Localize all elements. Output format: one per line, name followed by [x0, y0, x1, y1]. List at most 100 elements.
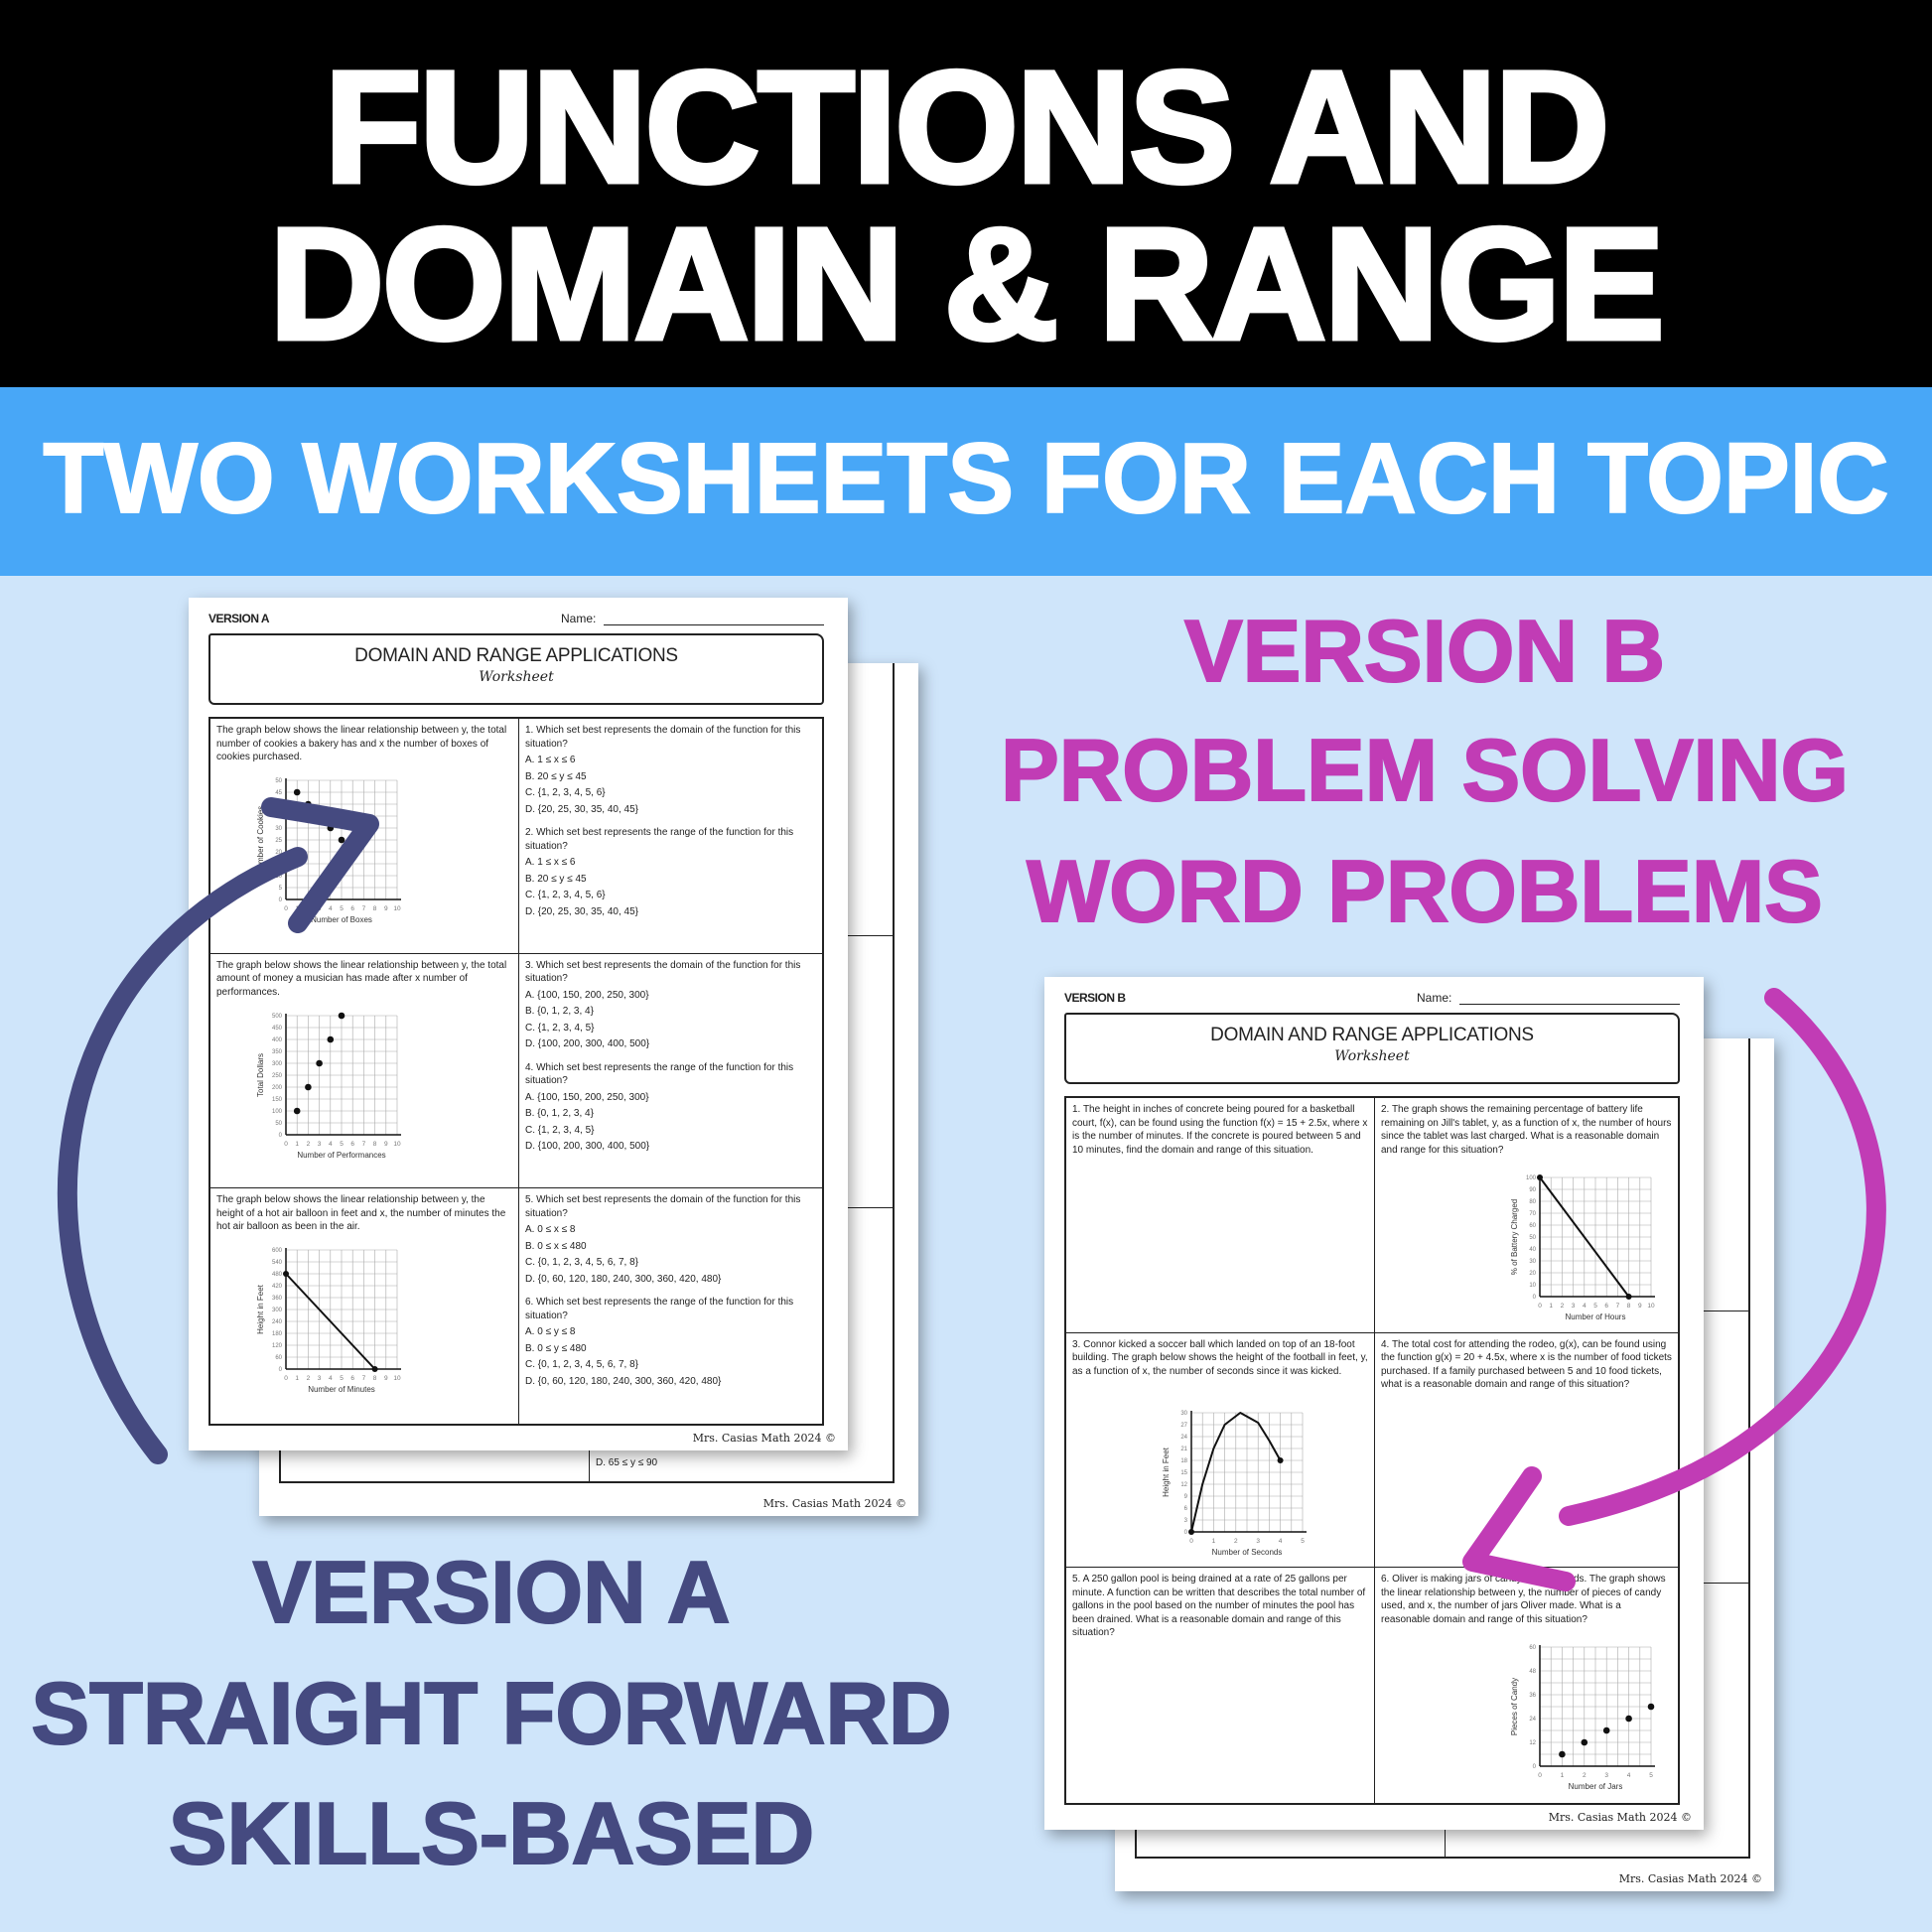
version-b-label: VERSION B — [1183, 602, 1666, 700]
y-tick-label: 0 — [279, 1367, 283, 1373]
data-point — [327, 1035, 335, 1042]
y-axis-label: Height in Feet — [256, 1285, 265, 1335]
answer-option: B. 0 ≤ x ≤ 480 — [525, 1240, 587, 1252]
x-tick-label: 5 — [340, 1141, 344, 1148]
answer-option: C. {1, 2, 3, 4, 5, 6} — [525, 890, 606, 900]
y-tick-label: 300 — [272, 1061, 283, 1067]
x-tick-label: 1 — [1549, 1303, 1553, 1310]
question-text: 4. Which set best represents the range o… — [525, 1061, 794, 1087]
question-cell: 5. Which set best represents the domain … — [519, 1188, 822, 1424]
problem-cell: 6. Oliver is making jars of candy for hi… — [1375, 1568, 1678, 1803]
answer-option: D. {100, 200, 300, 400, 500} — [525, 1141, 650, 1153]
y-tick-label: 180 — [272, 1331, 283, 1337]
name-label: Name: — [1417, 991, 1452, 1005]
answer-option: B. 20 ≤ y ≤ 45 — [525, 770, 587, 782]
data-point — [338, 836, 345, 844]
data-point — [1581, 1739, 1588, 1746]
footer-credit: Mrs. Casias Math 2024 © — [1618, 1872, 1762, 1885]
x-tick-label: 2 — [307, 905, 311, 912]
y-tick-label: 90 — [1529, 1187, 1536, 1193]
endpoint — [1537, 1174, 1543, 1180]
x-axis-label: Number of Performances — [297, 1151, 385, 1160]
y-tick-label: 48 — [1529, 1669, 1536, 1675]
x-tick-label: 9 — [384, 1141, 388, 1148]
y-tick-label: 540 — [272, 1260, 283, 1266]
answer-option: D. {100, 200, 300, 400, 500} — [525, 1038, 650, 1050]
x-tick-label: 3 — [1572, 1303, 1576, 1310]
x-tick-label: 6 — [350, 905, 354, 912]
y-tick-label: 0 — [279, 1133, 283, 1139]
prompt-cell: The graph below shows the linear relatio… — [210, 719, 519, 954]
answer-option: A. {100, 150, 200, 250, 300} — [525, 989, 649, 1001]
answer-option: C. {1, 2, 3, 4, 5} — [525, 1022, 595, 1034]
version-b-desc-1: PROBLEM SOLVING — [1000, 721, 1850, 819]
x-tick-label: 8 — [373, 1375, 377, 1382]
y-tick-label: 200 — [272, 1085, 283, 1091]
question: 4. Which set best represents the range o… — [525, 1061, 816, 1154]
x-tick-label: 10 — [393, 1141, 401, 1148]
y-tick-label: 6 — [1184, 1506, 1188, 1512]
x-tick-label: 2 — [1234, 1538, 1238, 1545]
x-tick-label: 7 — [362, 905, 366, 912]
y-tick-label: 9 — [1184, 1494, 1188, 1500]
y-tick-label: 45 — [275, 790, 282, 796]
problem-text: 5. A 250 gallon pool is being drained at… — [1072, 1574, 1366, 1639]
x-tick-label: 6 — [350, 1375, 354, 1382]
x-tick-label: 0 — [1189, 1538, 1193, 1545]
y-tick-label: 500 — [272, 1014, 283, 1020]
y-tick-label: 0 — [1184, 1530, 1188, 1536]
question-text: 5. Which set best represents the domain … — [525, 1194, 801, 1219]
y-tick-label: 35 — [275, 814, 282, 820]
subtitle-text: TWO WORKSHEETS FOR EACH TOPIC — [42, 423, 1889, 534]
x-tick-label: 2 — [1561, 1303, 1565, 1310]
worksheet-version-a: VERSION A Name: DOMAIN AND RANGE APPLICA… — [189, 598, 848, 1450]
title-box: DOMAIN AND RANGE APPLICATIONS Worksheet — [208, 633, 824, 705]
data-point — [305, 1083, 312, 1090]
y-tick-label: 12 — [1180, 1482, 1187, 1488]
y-tick-label: 480 — [272, 1272, 283, 1278]
question-grid: The graph below shows the linear relatio… — [208, 717, 824, 1426]
y-tick-label: 70 — [1529, 1211, 1536, 1217]
data-point — [316, 812, 323, 820]
answer-option: A. 0 ≤ y ≤ 8 — [525, 1326, 576, 1338]
y-tick-label: 400 — [272, 1037, 283, 1043]
x-tick-label: 2 — [307, 1141, 311, 1148]
x-tick-label: 4 — [1279, 1538, 1283, 1545]
data-point — [1559, 1751, 1566, 1758]
x-tick-label: 8 — [1627, 1303, 1631, 1310]
x-tick-label: 0 — [284, 1375, 288, 1382]
x-tick-label: 0 — [1538, 1772, 1542, 1779]
footer-credit: Mrs. Casias Math 2024 © — [1548, 1811, 1692, 1824]
question: 2. Which set best represents the range o… — [525, 826, 816, 918]
x-tick-label: 5 — [1649, 1772, 1653, 1779]
x-tick-label: 0 — [1538, 1303, 1542, 1310]
y-tick-label: 27 — [1180, 1423, 1187, 1429]
y-tick-label: 5 — [279, 886, 283, 892]
y-tick-label: 40 — [1529, 1247, 1536, 1253]
answer-option: C. {0, 1, 2, 3, 4, 5, 6, 7, 8} — [525, 1257, 638, 1269]
x-tick-label: 6 — [1604, 1303, 1608, 1310]
y-tick-label: 80 — [1529, 1199, 1536, 1205]
x-tick-label: 3 — [318, 1141, 322, 1148]
problem-cell: 5. A 250 gallon pool is being drained at… — [1066, 1568, 1375, 1803]
y-tick-label: 120 — [272, 1343, 283, 1349]
x-tick-label: 0 — [284, 905, 288, 912]
answer-option: B. {0, 1, 2, 3, 4} — [525, 1006, 594, 1018]
x-tick-label: 1 — [1561, 1772, 1565, 1779]
data-point — [327, 824, 335, 832]
data-point — [293, 1107, 301, 1114]
y-tick-label: 0 — [1533, 1764, 1537, 1770]
y-tick-label: 50 — [1529, 1235, 1536, 1241]
x-axis-label: Number of Hours — [1566, 1312, 1626, 1321]
y-tick-label: 350 — [272, 1049, 283, 1055]
answer-option: D. {20, 25, 30, 35, 40, 45} — [525, 803, 638, 815]
x-tick-label: 3 — [318, 1375, 322, 1382]
x-tick-label: 1 — [295, 905, 299, 912]
endpoint — [283, 1271, 289, 1278]
y-tick-label: 3 — [1184, 1518, 1188, 1524]
x-tick-label: 7 — [1616, 1303, 1620, 1310]
y-tick-label: 360 — [272, 1296, 283, 1302]
x-tick-label: 9 — [1638, 1303, 1642, 1310]
